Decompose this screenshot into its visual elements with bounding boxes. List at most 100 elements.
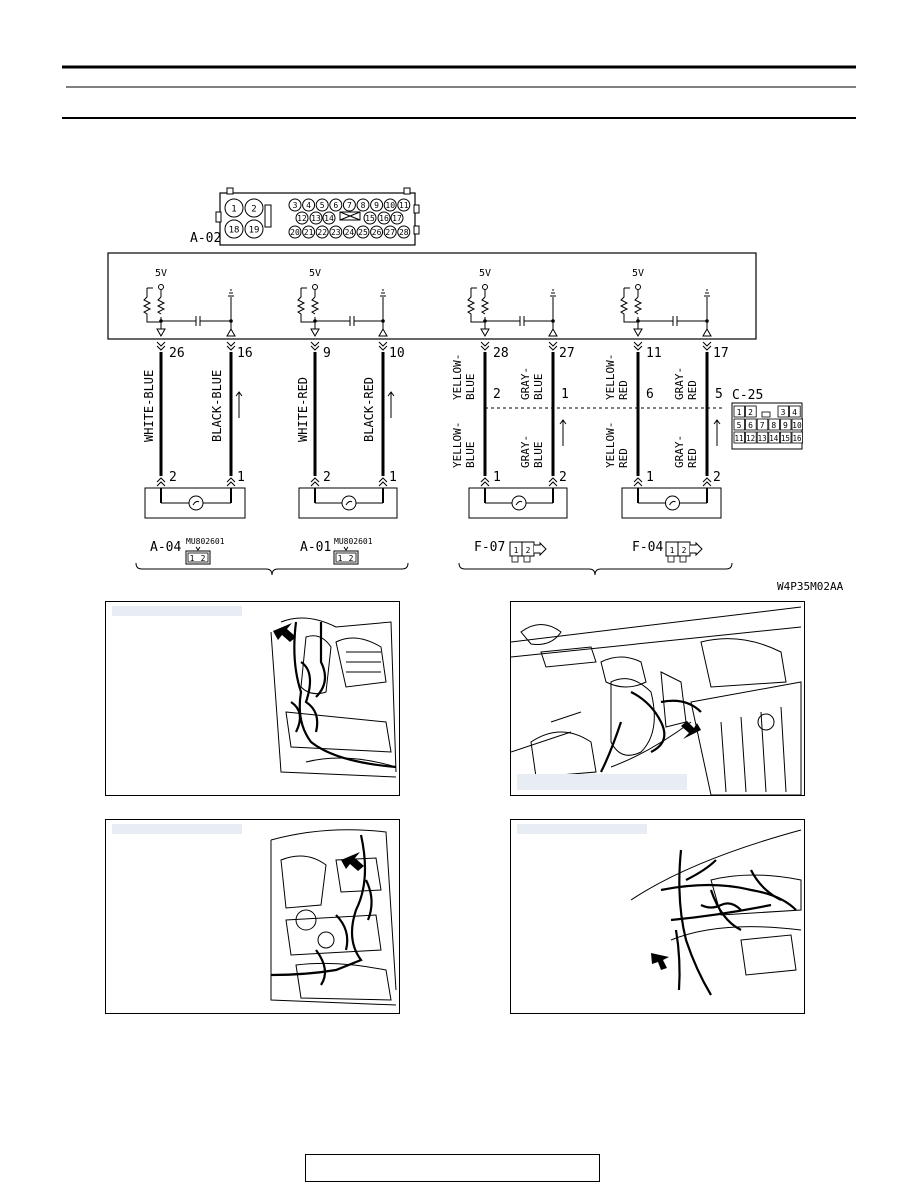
supply-label: 5V xyxy=(155,268,167,279)
pin-a02 xyxy=(244,219,264,239)
pin-a02 xyxy=(224,198,244,218)
pin-number-left: 9 xyxy=(323,346,331,361)
pin-a02 xyxy=(288,225,302,239)
arrow-indicator xyxy=(341,852,364,871)
c25-pin-label: 4 xyxy=(792,408,797,417)
pin-a02 xyxy=(370,225,384,239)
connector-latch xyxy=(690,541,703,557)
wire-color-right-bottom: GRAY-BLUE xyxy=(519,435,545,468)
pin-a02-label: 15 xyxy=(365,214,375,223)
c25-pin xyxy=(791,418,804,431)
pin-a02-label: 19 xyxy=(249,226,260,236)
supply-terminal xyxy=(635,284,641,290)
pin-a02 xyxy=(329,198,343,212)
connector-c25-label: C-25 xyxy=(732,388,763,403)
arrow-indicator xyxy=(651,953,669,970)
pin-a02-label: 2 xyxy=(251,205,256,215)
ecu-terminal xyxy=(310,328,320,338)
c25-pin-label: 5 xyxy=(737,421,742,430)
sensor-connector-part: MU802601 xyxy=(186,537,225,546)
pin-number-right: 27 xyxy=(559,346,575,361)
pin-a02-label: 13 xyxy=(311,214,321,223)
signal-arrow xyxy=(235,391,243,418)
pin-a02-label: 16 xyxy=(379,214,389,223)
pin-a02-label: 20 xyxy=(290,228,300,237)
c25-pin xyxy=(789,405,801,418)
c25-pin-right: 1 xyxy=(561,387,569,402)
ecu-terminal xyxy=(156,328,166,338)
c25-pin xyxy=(768,418,780,431)
c25-pin-right: 5 xyxy=(715,387,723,402)
pin-a02-label: 1 xyxy=(231,205,236,215)
ground-symbol xyxy=(380,289,386,297)
pin-a02 xyxy=(288,198,302,212)
c25-pin xyxy=(756,431,769,444)
ecu-terminal xyxy=(633,328,643,338)
c25-pin-label: 1 xyxy=(737,408,742,417)
pin-a02-label: 24 xyxy=(345,228,355,237)
pin-a02 xyxy=(370,198,384,212)
sensor-connector-label: F-04 xyxy=(632,540,663,555)
sensor-connector-pin: 2 xyxy=(201,554,206,563)
pin-a02 xyxy=(356,198,370,212)
ecu-terminal xyxy=(702,327,712,337)
pin-a02 xyxy=(224,219,244,239)
arrow-indicator xyxy=(273,623,296,642)
ground-symbol xyxy=(550,289,556,297)
connector-chevron xyxy=(633,477,643,487)
photo-caption-box xyxy=(517,824,647,834)
c25-pin xyxy=(745,431,757,444)
pin-number-right: 10 xyxy=(389,346,405,361)
pin-number-right: 16 xyxy=(237,346,253,361)
c25-pin-label: 3 xyxy=(781,408,786,417)
wire-color-left-bottom: YELLOW-RED xyxy=(604,422,630,468)
photo-caption-box xyxy=(112,606,242,616)
sensor-connector-pin: 2 xyxy=(682,546,687,555)
connector-chevron xyxy=(548,341,558,351)
wire-color-left-bottom: YELLOW-BLUE xyxy=(451,422,477,468)
pin-a02-label: 17 xyxy=(392,214,402,223)
wire-color-left: WHITE-BLUE xyxy=(142,370,156,442)
sensor-connector-pin: 2 xyxy=(349,554,354,563)
signal-arrow xyxy=(387,391,395,418)
pin-a02-label: 23 xyxy=(331,228,341,237)
sensor-pin-left: 2 xyxy=(323,470,331,485)
sensor-pin-right: 1 xyxy=(237,470,245,485)
pin-a02 xyxy=(397,225,411,239)
c25-pin-label: 16 xyxy=(792,434,802,443)
c25-pin-label: 6 xyxy=(748,421,753,430)
sensor-pin-left: 1 xyxy=(646,470,654,485)
ecu-terminal xyxy=(226,327,236,337)
pin-a02-label: 27 xyxy=(385,228,395,237)
photo-rear-wiring-harness xyxy=(510,819,805,1014)
pin-a02-label: 5 xyxy=(320,201,325,210)
wire-color-right: BLACK-RED xyxy=(362,377,376,442)
c25-pin xyxy=(756,418,769,431)
pin-a02-label: 11 xyxy=(399,201,409,210)
c25-pin-label: 11 xyxy=(734,434,743,443)
supply-label: 5V xyxy=(309,268,321,279)
pin-a02 xyxy=(377,211,391,225)
supply-terminal xyxy=(482,284,488,290)
c25-pin xyxy=(780,418,792,431)
resistor xyxy=(142,288,161,323)
c25-pin-label: 12 xyxy=(746,434,755,443)
pin-a02 xyxy=(295,211,309,225)
pin-number-right: 17 xyxy=(713,346,729,361)
pin-number-left: 28 xyxy=(493,346,509,361)
pin-a02-label: 25 xyxy=(358,228,368,237)
pin-a02-label: 6 xyxy=(333,201,338,210)
pin-a02-label: 3 xyxy=(293,201,298,210)
sensor-connector-label: F-07 xyxy=(474,540,505,555)
connector-chevron xyxy=(310,477,320,487)
pin-a02 xyxy=(315,225,329,239)
pin-a02 xyxy=(342,225,356,239)
supply-terminal xyxy=(312,284,318,290)
pin-a02 xyxy=(383,198,397,212)
pin-a02 xyxy=(322,211,336,225)
wire-color-right-top: GRAY-BLUE xyxy=(519,367,545,400)
